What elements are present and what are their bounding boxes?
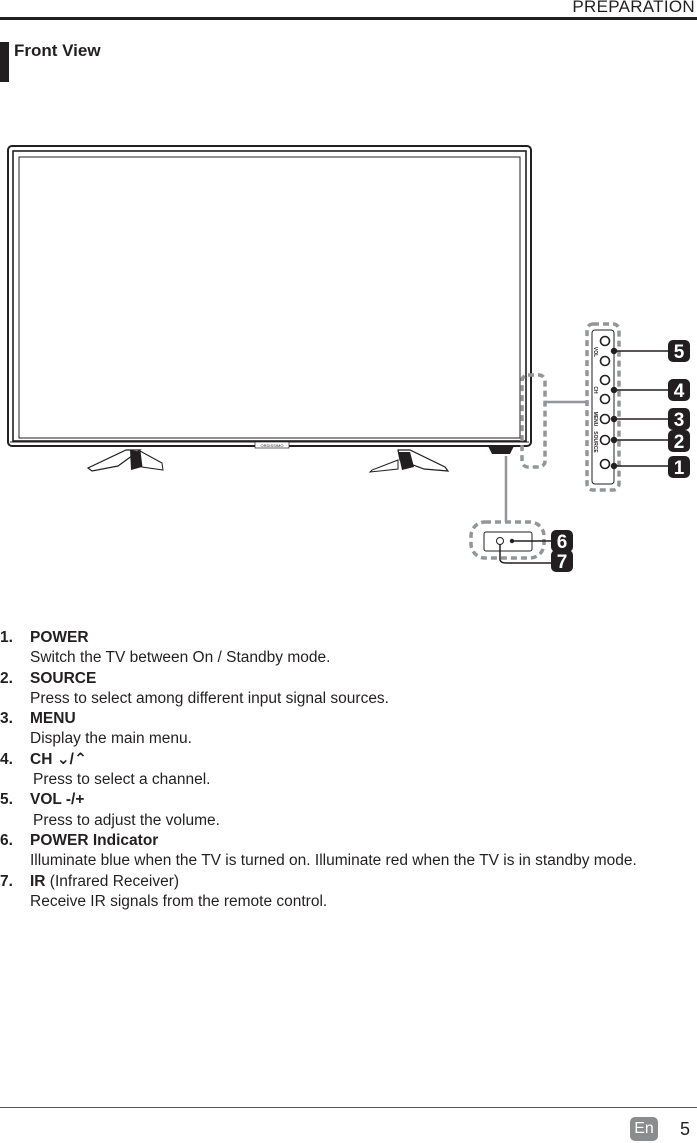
menu-button <box>599 413 611 425</box>
callout-badge-7: 7 <box>551 550 573 573</box>
callout-badge-3: 3 <box>668 408 690 431</box>
item-label: MENU <box>30 710 76 728</box>
svg-text:ORDISSIMO: ORDISSIMO <box>261 443 284 448</box>
tv-front-view-diagram: ORDISSIMO VOL CH MENU SOURCE <box>7 145 690 573</box>
section-marker-bar <box>0 42 9 82</box>
list-item-ir: 7. IR (Infrared Receiver) Receive IR sig… <box>0 872 697 913</box>
left-stand <box>86 449 164 472</box>
item-number: 2. <box>0 669 13 687</box>
item-description: Illuminate blue when the TV is turned on… <box>30 852 637 870</box>
right-stand <box>368 449 450 473</box>
list-item-power: 1. POWER Switch the TV between On / Stan… <box>0 628 697 669</box>
svg-text:4: 4 <box>674 381 685 402</box>
callout-badge-4: 4 <box>668 379 690 402</box>
panel-label-menu: MENU <box>592 412 598 427</box>
list-item-source: 2. SOURCE Press to select among differen… <box>0 669 697 710</box>
list-item-power-indicator: 6. POWER Indicator Illuminate blue when … <box>0 831 697 872</box>
panel-label-source: SOURCE <box>592 431 598 453</box>
item-description: Press to select a channel. <box>33 771 211 789</box>
tv-body <box>7 145 532 447</box>
header-rule <box>0 17 697 20</box>
svg-text:3: 3 <box>674 410 685 431</box>
item-description: Press to adjust the volume. <box>33 811 220 829</box>
item-label: SOURCE <box>30 669 97 687</box>
item-label: VOL -/+ <box>30 791 85 809</box>
power-button <box>599 458 611 470</box>
item-number: 4. <box>0 750 13 768</box>
svg-text:5: 5 <box>674 342 685 363</box>
callout-badge-2: 2 <box>668 430 690 453</box>
callout-badge-1: 1 <box>668 456 690 479</box>
item-description: Display the main menu. <box>30 730 192 748</box>
callout-badge-5: 5 <box>668 340 690 363</box>
button-area-highlight <box>520 373 547 469</box>
item-label: IR (Infrared Receiver) <box>30 872 180 890</box>
svg-text:7: 7 <box>557 552 568 573</box>
brand-logo: ORDISSIMO <box>254 441 290 449</box>
list-item-volume: 5. VOL -/+ Press to adjust the volume. <box>0 790 697 831</box>
indicator-tab <box>488 446 514 454</box>
svg-text:6: 6 <box>557 532 568 553</box>
vol-plus-button <box>599 335 611 347</box>
panel-callout-leaders <box>610 347 668 470</box>
indicator-callout-leaders <box>499 540 551 564</box>
svg-text:1: 1 <box>674 458 685 479</box>
item-number: 5. <box>0 791 13 809</box>
item-description: Switch the TV between On / Standby mode. <box>30 649 331 667</box>
feature-list: 1. POWER Switch the TV between On / Stan… <box>0 628 697 912</box>
item-description: Press to select among different input si… <box>30 689 389 707</box>
item-number: 3. <box>0 710 13 728</box>
item-label: POWER <box>30 629 89 646</box>
svg-text:2: 2 <box>674 432 685 453</box>
item-number: 7. <box>0 872 13 890</box>
item-number: 1. <box>0 629 13 646</box>
panel-label-ch: CH <box>592 386 598 394</box>
list-item-menu: 3. MENU Display the main menu. <box>0 709 697 750</box>
vol-minus-button <box>599 355 611 367</box>
section-title: Front View <box>14 41 101 60</box>
ch-up-button <box>599 374 611 386</box>
item-description: Receive IR signals from the remote contr… <box>30 892 328 910</box>
header-section-title: PREPARATION <box>572 0 695 16</box>
button-panel-enlarged: VOL CH MENU SOURCE <box>585 322 621 492</box>
ir-receiver <box>496 537 504 545</box>
callout-badge-6: 6 <box>551 530 573 553</box>
ch-down-button <box>599 393 611 405</box>
language-badge: En <box>630 1117 658 1141</box>
page-number: 5 <box>680 1119 691 1139</box>
item-label: CH ⌄/⌃ <box>30 750 87 768</box>
footer-rule <box>0 1107 697 1108</box>
source-button <box>599 434 611 446</box>
panel-label-vol: VOL <box>592 347 598 357</box>
list-item-channel: 4. CH ⌄/⌃ Press to select a channel. <box>0 750 697 791</box>
item-label: POWER Indicator <box>30 831 159 849</box>
item-number: 6. <box>0 831 13 849</box>
indicator-enlarged <box>469 520 546 560</box>
